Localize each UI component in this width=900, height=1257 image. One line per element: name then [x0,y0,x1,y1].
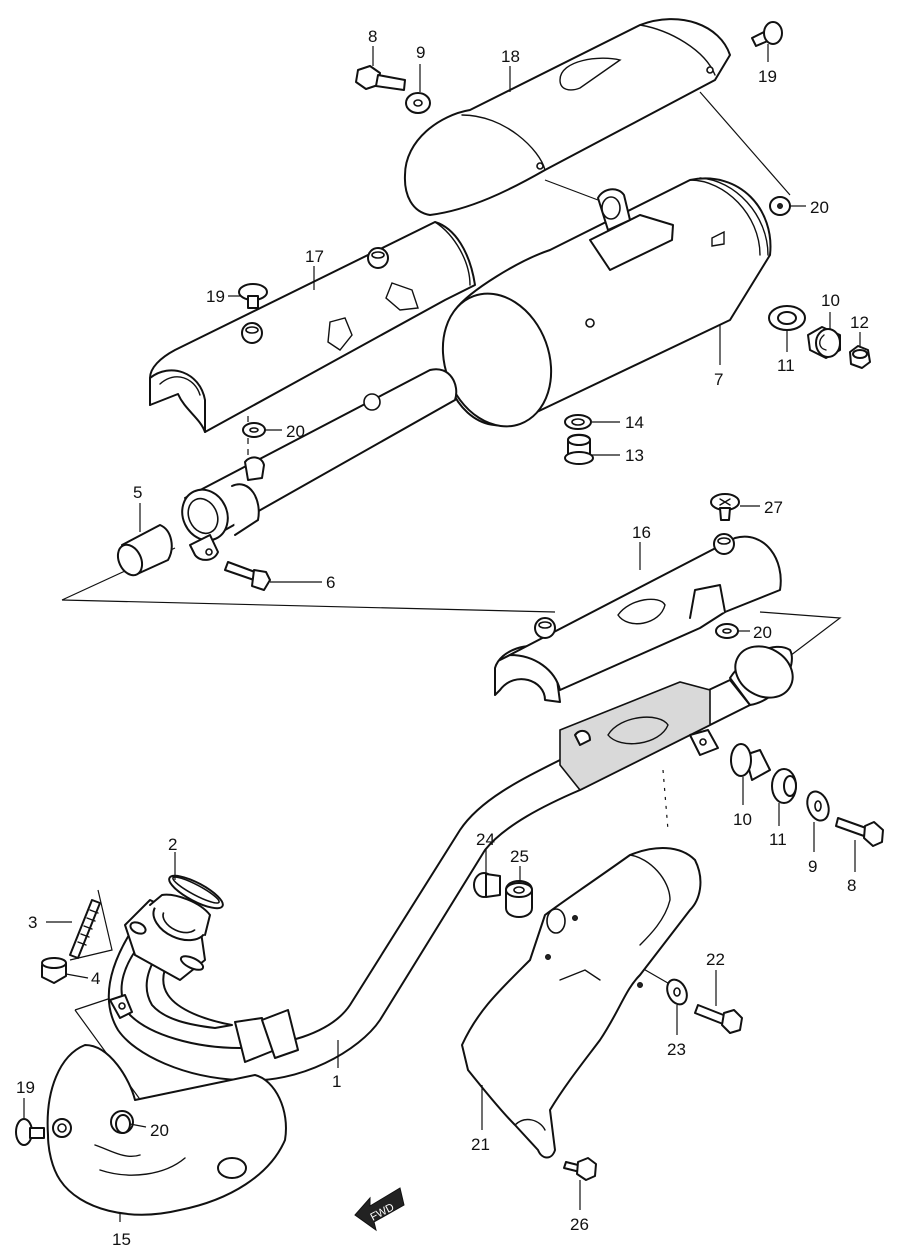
part-label-19-mid: 19 [206,287,225,306]
bolt-26 [563,1157,597,1181]
washer-20-top [769,196,791,216]
washer-20-mid [242,422,266,438]
bolt-6 [224,561,271,591]
part-label-17: 17 [305,247,324,266]
gasket-2 [168,874,224,910]
bolt-8-bottom [835,817,884,847]
part-label-22: 22 [706,950,725,969]
screw-19-mid [238,283,268,309]
collar-10-bottom [730,743,771,781]
part-label-18: 18 [501,47,520,66]
part-label-27: 27 [764,498,783,517]
bolt-22 [694,1004,743,1034]
rubber-11-top [768,305,806,331]
part-label-9-bottom: 9 [808,857,817,876]
screw-27 [710,493,740,521]
rubber-11-bottom [771,768,797,804]
port-flange [124,893,211,981]
part-label-10-top: 10 [821,291,840,310]
bracket-21 [461,847,702,1159]
part-label-15: 15 [112,1230,131,1249]
part-label-12: 12 [850,313,869,332]
part-label-6: 6 [326,573,335,592]
screw-19-top [751,21,783,47]
rubber-25 [505,880,533,918]
part-label-4: 4 [91,969,100,988]
gasket-5 [116,524,173,577]
part-label-20-bottom: 20 [150,1121,169,1140]
washer-9-bottom [806,790,830,822]
part-label-19-top: 19 [758,67,777,86]
part-label-20-top: 20 [810,198,829,217]
part-label-26: 26 [570,1215,589,1234]
part-label-16: 16 [632,523,651,542]
pipe-cover-17 [149,221,476,433]
part-label-25: 25 [510,847,529,866]
part-label-23: 23 [667,1040,686,1059]
washer-20-bottom [115,1114,131,1134]
washer-14 [564,414,592,430]
collar-24 [473,872,501,898]
bolt-8-top [355,65,406,91]
exhaust-pipe-1 [107,645,794,1082]
part-label-13: 13 [625,446,644,465]
part-label-1: 1 [332,1072,341,1091]
washer-23 [666,978,688,1006]
muffler-7 [441,177,772,428]
part-label-9-top: 9 [416,43,425,62]
screw-19-bottom [15,1118,45,1146]
fwd-arrow: FWD [354,1187,405,1232]
part-label-21: 21 [471,1135,490,1154]
nut-4 [41,957,67,984]
rear-pipe [181,368,458,561]
grommet-13 [564,433,594,465]
stud-3 [69,899,101,959]
part-labels: 1 2 3 4 5 6 7 8 8 9 9 10 10 [16,27,869,1249]
mid-cover-16 [494,533,782,703]
collar-10-top [807,326,841,359]
part-label-2: 2 [168,835,177,854]
part-label-5: 5 [133,483,142,502]
part-label-10-bottom: 10 [733,810,752,829]
part-label-19-bottom: 19 [16,1078,35,1097]
part-label-24: 24 [476,830,495,849]
part-label-7: 7 [714,370,723,389]
part-label-14: 14 [625,413,644,432]
washer-20-right [715,623,739,639]
nut-12 [849,345,871,369]
part-label-11-bottom: 11 [769,830,787,849]
part-label-20-mid: 20 [286,422,305,441]
muffler-cover-18 [403,18,731,216]
part-label-8-bottom: 8 [847,876,856,895]
washer-9-top [405,92,431,114]
part-label-11-top: 11 [777,356,795,375]
part-label-8-top: 8 [368,27,377,46]
part-label-3: 3 [28,913,37,932]
part-label-20-right: 20 [753,623,772,642]
